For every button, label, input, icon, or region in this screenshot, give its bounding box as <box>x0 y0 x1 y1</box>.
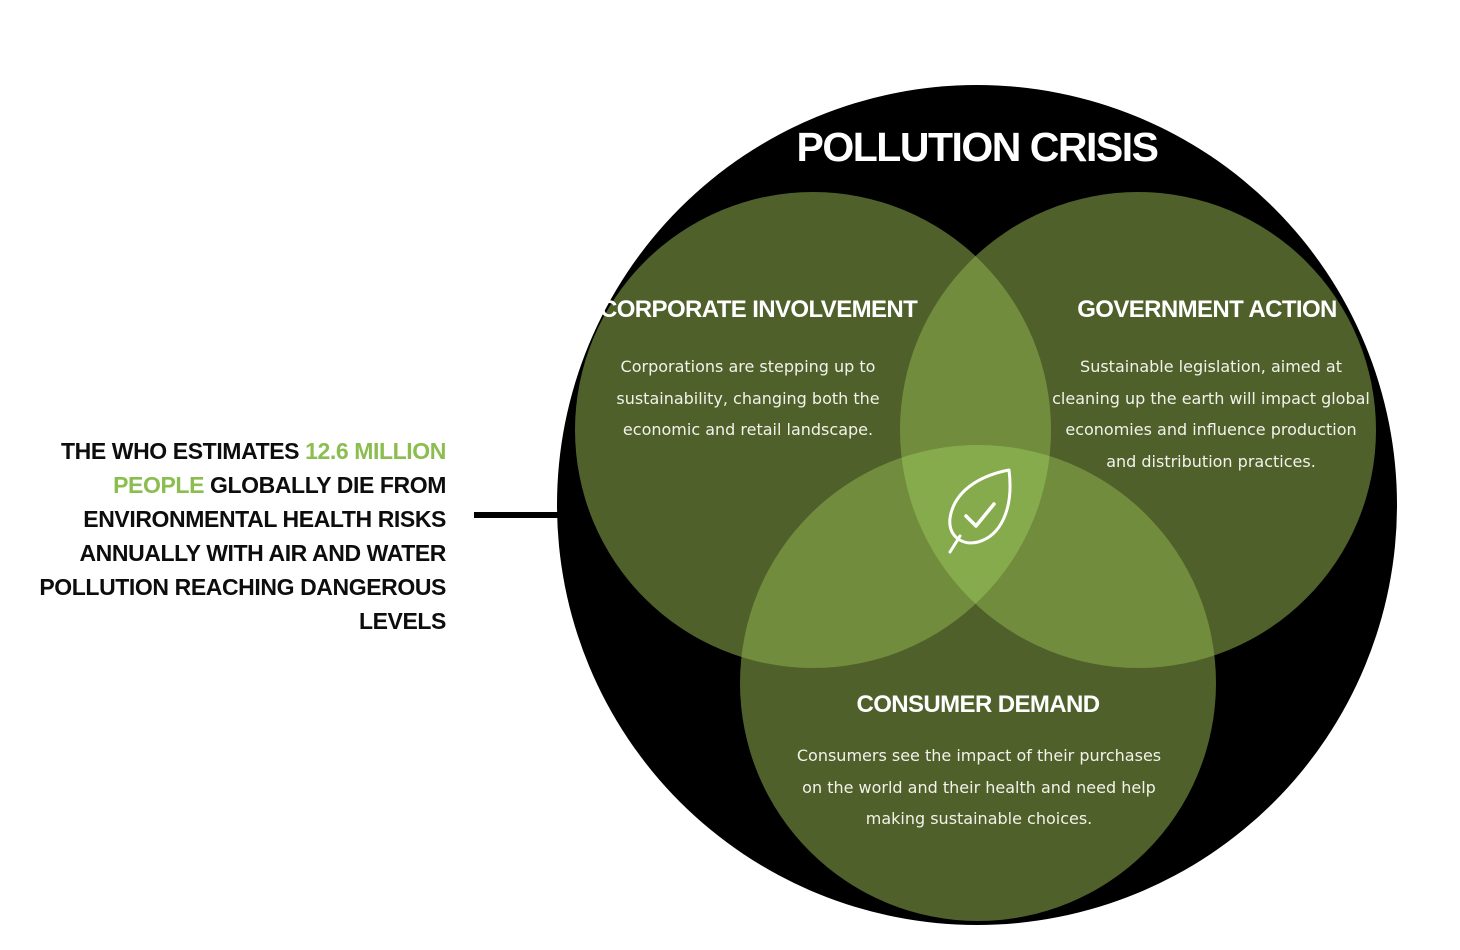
leaf-check-icon <box>948 468 1012 554</box>
overlap-government-consumer <box>900 445 1216 668</box>
statistic-callout: The WHO estimates 12.6 million people gl… <box>30 434 446 638</box>
consumer-description: Consumers see the impact of their purcha… <box>796 746 1162 828</box>
callout-prefix: The WHO estimates <box>61 438 306 464</box>
callout-suffix: globally die from environmental health r… <box>39 472 446 634</box>
overlap-corporate-consumer <box>740 445 1051 668</box>
government-description: Sustainable legislation, aimed at cleani… <box>1052 357 1370 471</box>
government-heading: GOVERNMENT ACTION <box>1077 296 1337 323</box>
callout-highlight: 12.6 million people <box>113 438 446 498</box>
diagram-title: POLLUTION CRISIS <box>796 124 1159 170</box>
corporate-heading: CORPORATE INVOLVEMENT <box>600 296 918 323</box>
callout-connector-line <box>474 512 564 518</box>
consumer-heading: CONSUMER DEMAND <box>856 691 1100 718</box>
corporate-description: Corporations are stepping up to sustaina… <box>616 357 880 439</box>
